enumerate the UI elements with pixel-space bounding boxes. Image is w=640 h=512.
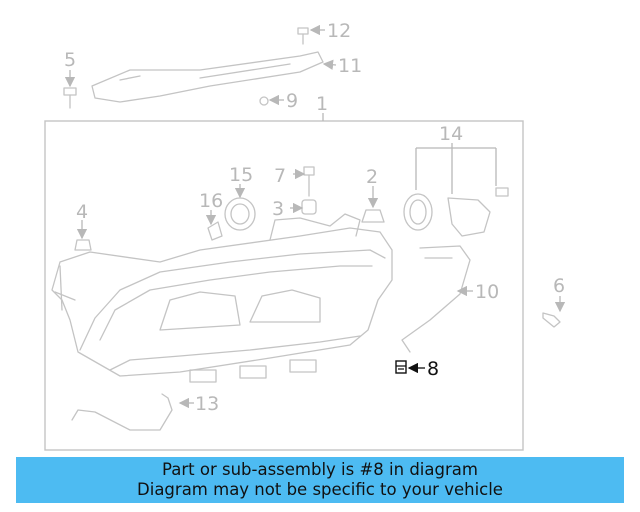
- callout-2: 2: [366, 166, 378, 188]
- callout-10: 10: [475, 281, 499, 303]
- ring-part-15: [224, 197, 256, 231]
- headlamp-housing: [51, 213, 393, 383]
- callout-12: 12: [327, 20, 351, 42]
- screw-part-7: [303, 166, 315, 197]
- callout-3: 3: [272, 198, 284, 220]
- grommet-part-3: [301, 199, 317, 215]
- leader-arrows: [64, 24, 566, 409]
- clip-part-2: [361, 209, 385, 223]
- callout-11: 11: [338, 55, 362, 77]
- cap-part-14: [403, 187, 509, 237]
- callout-6: 6: [553, 275, 565, 297]
- callout-9: 9: [286, 90, 298, 112]
- callout-13: 13: [195, 393, 219, 415]
- bracket-part: [91, 51, 324, 103]
- banner-line-1: Part or sub-assembly is #8 in diagram: [162, 460, 478, 479]
- clip-part-8: [395, 360, 407, 374]
- callout-7: 7: [274, 165, 286, 187]
- assembly-box: [44, 120, 524, 451]
- nut-part-9: [259, 96, 269, 106]
- harness-part-10: [401, 245, 471, 353]
- cable-part-13: [71, 393, 173, 431]
- clip-part-4: [74, 239, 92, 251]
- screw-part-12: [297, 27, 309, 45]
- callout-4: 4: [76, 201, 88, 223]
- callout-5: 5: [64, 49, 76, 71]
- info-banner: Part or sub-assembly is #8 in diagram Di…: [16, 457, 624, 503]
- bulb-part-16: [207, 221, 223, 241]
- parts-diagram: 1 2 3 4 5 6 7 8 9 10 11 12 13 14 15 16: [44, 20, 566, 451]
- callout-15: 15: [229, 164, 253, 186]
- callout-14: 14: [439, 123, 463, 145]
- banner-line-2: Diagram may not be specific to your vehi…: [137, 480, 503, 499]
- bolt-part-5: [63, 87, 77, 109]
- callout-1: 1: [316, 93, 328, 115]
- bolt-part-6: [542, 312, 561, 328]
- callout-16: 16: [199, 190, 223, 212]
- callout-8: 8: [427, 358, 439, 380]
